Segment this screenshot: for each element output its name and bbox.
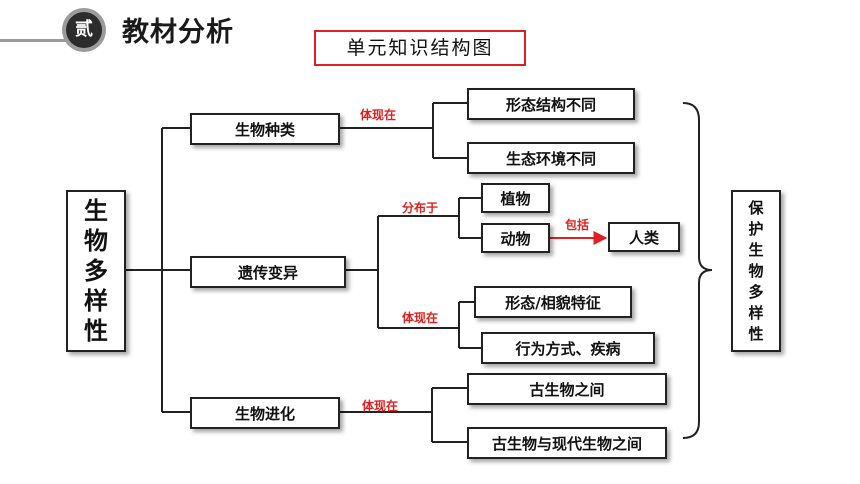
header-divider [0, 39, 70, 42]
node-human: 人类 [608, 222, 680, 252]
node-appearance: 形态/相貌特征 [474, 286, 632, 318]
conclusion-brace [682, 102, 713, 439]
conclusion-char: 物 [748, 261, 764, 280]
label-includes: 包括 [565, 218, 590, 232]
node-plant: 植物 [481, 183, 550, 213]
branch-genetic: 遗传变异 [190, 256, 346, 288]
node-behavior: 行为方式、疾病 [481, 332, 655, 364]
conclusion-char: 生 [748, 240, 764, 259]
label-distribution: 分布于 [402, 201, 439, 215]
species-child-structure: 形态结构不同 [467, 88, 635, 120]
root-char: 生 [84, 197, 108, 225]
conclusion-node: 保 护 生 物 多 样 性 [731, 190, 781, 352]
conclusion-char: 样 [748, 303, 764, 322]
conclusion-char: 保 [748, 198, 764, 217]
root-char: 性 [84, 317, 108, 345]
species-child-environment: 生态环境不同 [467, 142, 635, 174]
page-title: 教材分析 [122, 17, 234, 48]
root-char: 样 [84, 287, 108, 315]
root-node: 生 物 多 样 性 [66, 190, 126, 352]
section-badge: 贰 [66, 12, 102, 48]
root-char: 多 [84, 257, 108, 285]
evolution-child-ancient: 古生物之间 [467, 373, 667, 405]
evolution-child-modern: 古生物与现代生物之间 [467, 427, 667, 459]
branch-evolution: 生物进化 [190, 397, 340, 429]
node-animal: 动物 [481, 223, 550, 253]
label-evolution-embodied: 体现在 [362, 399, 399, 413]
label-species-embodied: 体现在 [360, 108, 397, 122]
conclusion-char: 护 [748, 219, 764, 238]
conclusion-char: 多 [748, 282, 764, 301]
root-char: 物 [84, 227, 108, 255]
branch-species: 生物种类 [190, 113, 340, 145]
diagram-title: 单元知识结构图 [314, 30, 526, 66]
label-genetic-embodied: 体现在 [402, 311, 439, 325]
conclusion-char: 性 [748, 324, 764, 343]
